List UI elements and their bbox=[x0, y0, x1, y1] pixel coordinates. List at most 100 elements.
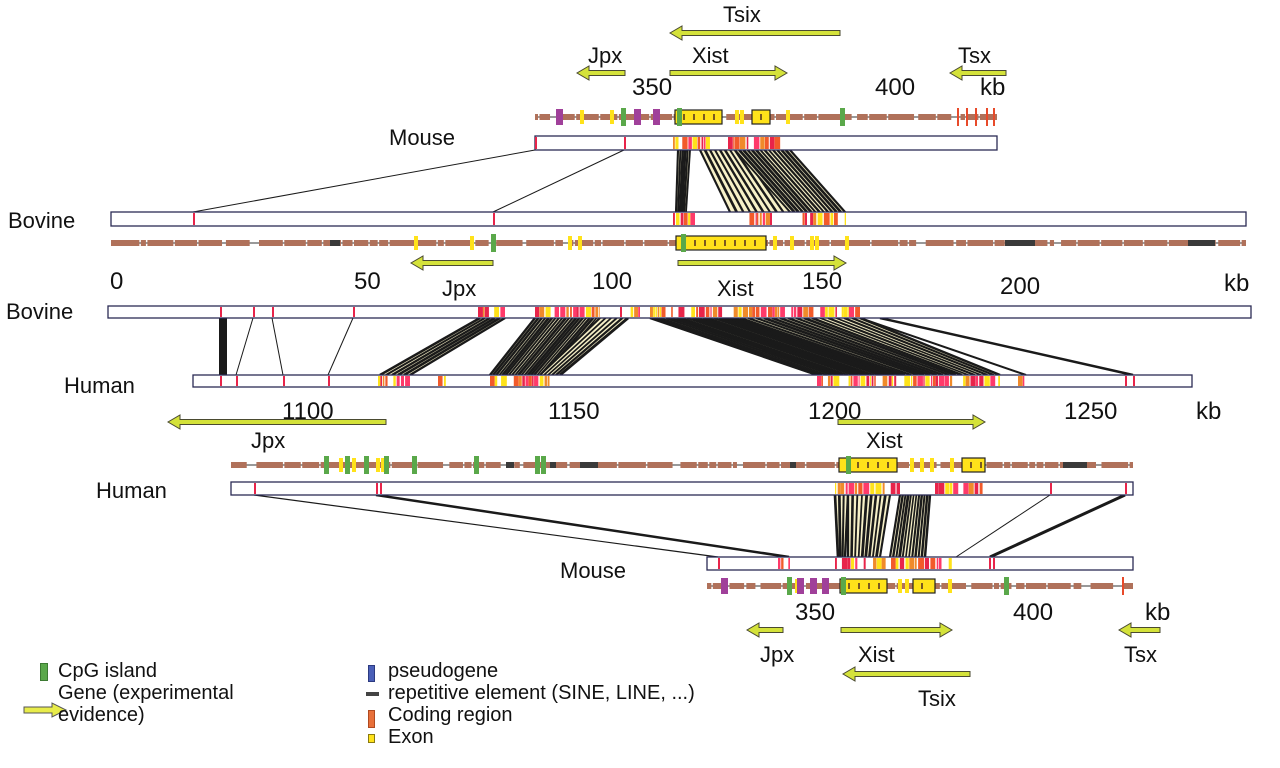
conserved-block bbox=[752, 307, 755, 317]
conserved-block bbox=[913, 376, 917, 386]
alignment-link bbox=[738, 149, 796, 213]
conserved-block bbox=[688, 213, 691, 225]
coding-tick bbox=[986, 108, 988, 126]
cpg-island bbox=[491, 234, 496, 252]
conserved-mark bbox=[376, 483, 378, 494]
conserved-block bbox=[746, 137, 749, 149]
repetitive-element bbox=[550, 462, 556, 468]
conserved-block bbox=[871, 376, 874, 386]
conserved-block bbox=[528, 376, 532, 386]
conserved-block bbox=[692, 137, 698, 149]
exon-mark bbox=[877, 462, 879, 468]
conserved-block bbox=[890, 483, 896, 494]
exon bbox=[376, 458, 380, 472]
tick-350-top: 350 bbox=[632, 74, 673, 101]
gene-arrow-jpx-low bbox=[746, 622, 784, 638]
alignment-link bbox=[803, 316, 957, 377]
gene-label-xist-top: Xist bbox=[692, 43, 729, 68]
conserved-block bbox=[690, 213, 695, 225]
repeat-block bbox=[379, 240, 389, 246]
conserved-block bbox=[925, 376, 930, 386]
repeat-block bbox=[569, 462, 583, 468]
alignment-link bbox=[718, 149, 758, 213]
alignment-link bbox=[747, 317, 912, 376]
coding-tick bbox=[957, 108, 959, 126]
repeat-block bbox=[967, 240, 994, 246]
conserved-block bbox=[675, 137, 679, 149]
alignment-link bbox=[905, 494, 915, 558]
conserved-mark bbox=[1125, 483, 1127, 494]
conserved-block bbox=[860, 376, 866, 386]
conserved-block bbox=[998, 376, 1000, 386]
conserved-block bbox=[827, 376, 831, 386]
exon-mark bbox=[703, 114, 705, 120]
gene-arrow-tsix-low bbox=[842, 666, 971, 682]
repeat-block bbox=[1044, 462, 1059, 468]
conserved-block bbox=[501, 376, 507, 386]
conserved-block bbox=[638, 307, 640, 317]
conserved-mark bbox=[283, 376, 285, 386]
tick-1100: 1100 bbox=[282, 398, 334, 425]
conserved-block bbox=[979, 483, 983, 494]
alignment-link bbox=[511, 317, 560, 376]
repeat-block bbox=[925, 240, 954, 246]
conserved-block bbox=[855, 307, 860, 317]
gene-box bbox=[912, 578, 936, 594]
conserved-block bbox=[896, 483, 900, 494]
conserved-block bbox=[532, 376, 534, 386]
repeat-block bbox=[1144, 240, 1168, 246]
alignment-link bbox=[551, 317, 618, 376]
conserved-block bbox=[599, 307, 600, 317]
conserved-block bbox=[772, 307, 775, 317]
conserved-block bbox=[793, 307, 797, 317]
exon bbox=[735, 110, 739, 124]
conserved-mark bbox=[353, 307, 355, 317]
tick-100: 100 bbox=[592, 268, 633, 295]
exon-mark bbox=[713, 114, 715, 120]
conserved-block bbox=[895, 558, 899, 569]
conserved-block bbox=[382, 376, 385, 386]
alignment-link bbox=[676, 316, 844, 377]
alignment-link bbox=[755, 317, 919, 376]
conserved-mark bbox=[1050, 483, 1052, 494]
repeat-block bbox=[302, 462, 320, 468]
conserved-block bbox=[755, 213, 757, 225]
cpg-island bbox=[535, 456, 540, 474]
conserved-block bbox=[579, 307, 585, 317]
exon bbox=[845, 236, 849, 250]
alignment-link bbox=[864, 494, 873, 558]
conserved-block bbox=[835, 558, 837, 569]
conserved-block bbox=[657, 307, 660, 317]
conserved-block bbox=[591, 307, 595, 317]
alignment-link bbox=[235, 317, 254, 376]
conserved-block bbox=[813, 213, 817, 225]
conserved-block bbox=[882, 483, 885, 494]
repeat-block bbox=[555, 240, 563, 246]
repeat-block bbox=[1073, 583, 1082, 589]
tick-1250: 1250 bbox=[1064, 398, 1118, 425]
repeat-block bbox=[647, 462, 673, 468]
cpg-island bbox=[474, 456, 479, 474]
exon-mark bbox=[868, 583, 870, 589]
conserved-block bbox=[1018, 376, 1023, 386]
coding-tick bbox=[1122, 577, 1124, 595]
species-label-bovine-mid: Bovine bbox=[6, 299, 74, 324]
alignment-link bbox=[375, 493, 790, 559]
gene-label-tsix-top: Tsix bbox=[723, 2, 761, 27]
alignment-link bbox=[851, 317, 995, 376]
alignment-link bbox=[517, 317, 567, 376]
conserved-block bbox=[566, 307, 569, 317]
repeat-block bbox=[284, 462, 301, 468]
exon-mark bbox=[980, 462, 982, 468]
alignment-link bbox=[253, 494, 719, 558]
repeat-block bbox=[1101, 462, 1129, 468]
exon bbox=[352, 458, 356, 472]
exon bbox=[810, 236, 814, 250]
conserved-block bbox=[888, 376, 892, 386]
tick-350-low: 350 bbox=[795, 599, 836, 626]
alignment-link bbox=[397, 316, 496, 377]
alignment-link bbox=[750, 149, 808, 213]
repeat-block bbox=[806, 240, 812, 246]
repeat-block bbox=[514, 462, 520, 468]
conserved-mark bbox=[993, 558, 995, 569]
